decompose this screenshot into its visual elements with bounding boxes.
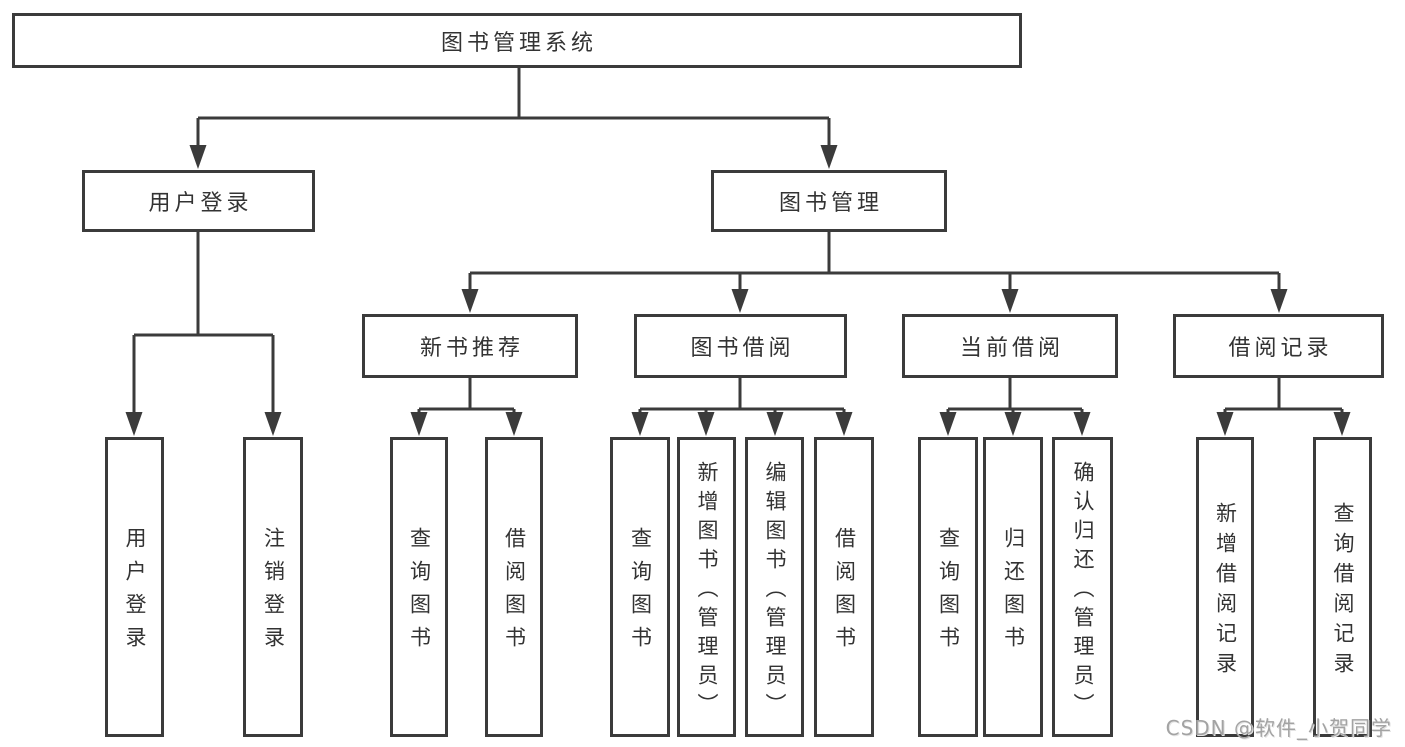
node-label: 新增借阅记录 (1213, 501, 1238, 682)
node-new-book-recommend: 新书推荐 (362, 314, 578, 378)
node-label: 确认归还（管理员） (1071, 460, 1095, 722)
node-label: 图书管理 (778, 191, 883, 216)
leaf-query-borrow-record: 查询借阅记录 (1313, 437, 1372, 737)
leaf-user-login: 用户登录 (105, 437, 164, 737)
node-book-management: 图书管理 (711, 170, 947, 232)
leaf-edit-books-admin: 编辑图书（管理员） (745, 437, 804, 737)
node-label: 当前借阅 (959, 336, 1064, 361)
csdn-watermark: CSDN @软件_小贺同学 (1165, 716, 1392, 740)
node-label: 新增图书（管理员） (695, 460, 719, 722)
node-label: 借阅图书 (832, 527, 857, 659)
node-label: 图书借阅 (690, 336, 795, 361)
node-label: 借阅记录 (1228, 336, 1333, 361)
arrowheads (125, 145, 1351, 436)
node-label: 查询借阅记录 (1331, 501, 1355, 682)
leaf-query-books: 查询图书 (918, 437, 978, 737)
leaf-add-borrow-record: 新增借阅记录 (1196, 437, 1254, 737)
node-current-borrow: 当前借阅 (902, 314, 1118, 378)
node-label: 新书推荐 (419, 336, 524, 361)
leaf-logout: 注销登录 (243, 437, 303, 737)
node-label: 查询图书 (936, 527, 961, 659)
node-label: 编辑图书（管理员） (763, 460, 787, 722)
node-library-management-system: 图书管理系统 (12, 13, 1022, 68)
leaf-add-books-admin: 新增图书（管理员） (677, 437, 736, 737)
node-label: 图书管理系统 (440, 30, 597, 56)
node-label: 归还图书 (1001, 527, 1026, 659)
connector-strokes (132, 68, 1344, 416)
leaf-borrow-books: 借阅图书 (485, 437, 543, 737)
leaf-query-books: 查询图书 (390, 437, 448, 737)
node-label: 用户登录 (148, 191, 253, 216)
node-label: 注销登录 (261, 527, 286, 659)
node-label: 查询图书 (407, 527, 432, 659)
leaf-borrow-books: 借阅图书 (814, 437, 874, 737)
node-book-borrow: 图书借阅 (634, 314, 847, 378)
node-user-login: 用户登录 (82, 170, 315, 232)
node-label: 用户登录 (123, 527, 147, 659)
leaf-query-books: 查询图书 (610, 437, 670, 737)
node-borrow-records: 借阅记录 (1173, 314, 1384, 378)
leaf-confirm-return-admin: 确认归还（管理员） (1052, 437, 1113, 737)
node-label: 查询图书 (628, 527, 653, 659)
leaf-return-books: 归还图书 (983, 437, 1043, 737)
node-label: 借阅图书 (502, 527, 527, 659)
